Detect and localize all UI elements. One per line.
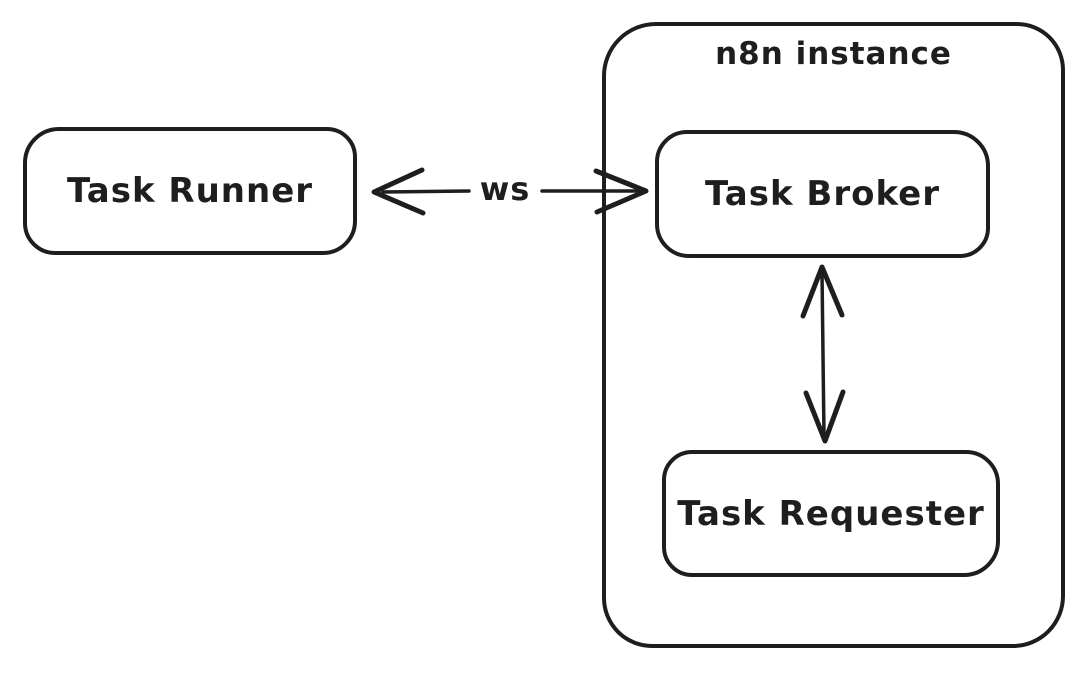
task-runner-node: Task Runner [23, 127, 357, 255]
ws-arrow-left-head [371, 167, 426, 216]
n8n-instance-container [602, 22, 1065, 648]
ws-edge-label: ws [479, 170, 531, 208]
task-broker-node: Task Broker [655, 130, 990, 258]
n8n-instance-label: n8n instance [715, 36, 952, 72]
task-requester-node: Task Requester [662, 450, 1000, 577]
task-broker-label: Task Broker [704, 174, 940, 214]
ws-arrow-shaft-left [381, 189, 471, 194]
task-runner-label: Task Runner [66, 171, 314, 211]
task-requester-label: Task Requester [677, 493, 985, 534]
